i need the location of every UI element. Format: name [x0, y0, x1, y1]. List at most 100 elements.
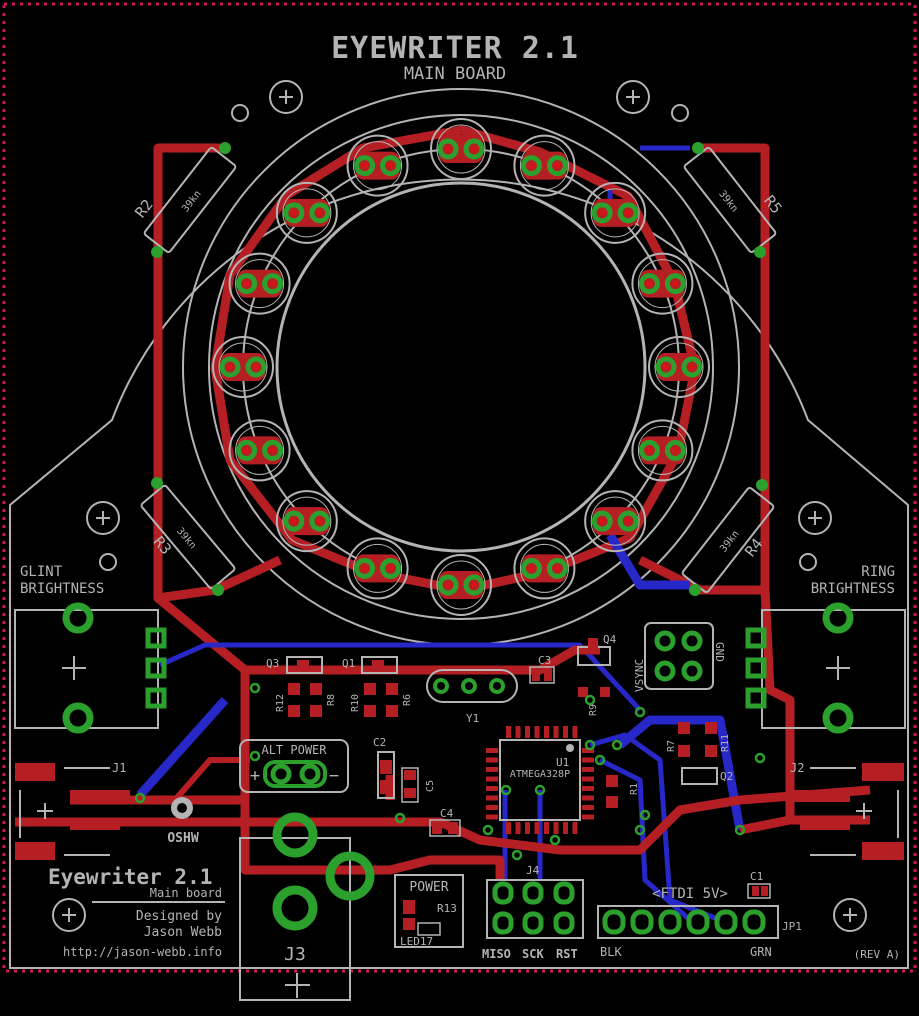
- u1-pin: [506, 726, 511, 738]
- mounting-holes: [52, 80, 867, 932]
- ftdi-pin: [658, 909, 682, 935]
- j3-designator: J3: [284, 944, 306, 965]
- power-label: POWER: [409, 880, 448, 895]
- jp1-designator: JP1: [782, 920, 802, 933]
- led17-designator: LED17: [400, 935, 433, 948]
- u1-pin: [582, 776, 594, 782]
- via: [534, 784, 546, 796]
- u1-pin: [563, 822, 568, 834]
- via: [511, 849, 523, 861]
- u1-pin: [534, 726, 540, 738]
- led: [513, 537, 576, 600]
- r12-designator: R12: [275, 694, 286, 712]
- r3-pad-b: [212, 584, 224, 596]
- via: [594, 754, 606, 766]
- u1-pin: [525, 726, 530, 738]
- j2-connector: J2: [790, 761, 904, 860]
- mounting-hole: [799, 553, 817, 571]
- q4-designator: Q4: [603, 633, 617, 646]
- ftdi-pin: [630, 909, 654, 935]
- led-ring: [212, 118, 710, 616]
- via: [734, 824, 746, 836]
- r10-designator: R10: [350, 694, 361, 712]
- u1-pin: [582, 814, 594, 820]
- j1-connector: J1: [15, 761, 130, 860]
- u1-pin: [486, 776, 498, 782]
- led: [430, 118, 492, 180]
- u1-pin: [582, 748, 594, 753]
- u1-pin: [572, 726, 578, 738]
- r5-pad-b: [754, 246, 766, 258]
- glint-label-2: BRIGHTNESS: [20, 581, 104, 597]
- via: [584, 739, 596, 751]
- rst-label: RST: [556, 947, 578, 961]
- u1-part: ATMEGA328P: [510, 769, 570, 780]
- led: [212, 336, 274, 398]
- u1-pin: [486, 814, 498, 820]
- ring-potentiometer: RING BRIGHTNESS: [745, 564, 906, 734]
- led: [228, 419, 291, 482]
- c3-designator: C3: [538, 654, 551, 667]
- ring-label-1: RING: [861, 564, 895, 580]
- u1-pin: [582, 805, 594, 810]
- via: [134, 792, 146, 804]
- r11-designator: R11: [720, 734, 731, 752]
- r7-designator: R7: [666, 740, 677, 752]
- r1-resistor: R1: [606, 775, 640, 808]
- q3-transistor: Q3: [266, 656, 323, 674]
- q2-designator: Q2: [720, 770, 733, 783]
- vsync-label: VSYNC: [633, 659, 646, 692]
- alt-power-label: ALT POWER: [261, 743, 327, 757]
- via: [482, 824, 494, 836]
- blk-label: BLK: [600, 945, 622, 959]
- u1-pin: [553, 726, 559, 738]
- led: [228, 252, 291, 315]
- u1-pin: [486, 757, 498, 763]
- q4-transistor: Q4 R9: [577, 633, 617, 716]
- mounting-hole: [833, 898, 867, 932]
- alt-power-minus: −: [329, 766, 339, 786]
- lower-traces: [15, 645, 871, 880]
- led: [513, 134, 576, 197]
- board-revision: (REV A): [854, 948, 900, 961]
- bottom-traces: [136, 145, 745, 923]
- ftdi-pin: [742, 909, 766, 935]
- u1-pin: [582, 795, 594, 801]
- via: [639, 809, 651, 821]
- r9-designator: R9: [588, 704, 599, 716]
- j4-designator: J4: [526, 864, 540, 877]
- u1-pin: [486, 786, 498, 791]
- u1-pin: [544, 822, 549, 834]
- led: [631, 419, 694, 482]
- miso-label: MISO: [482, 947, 511, 961]
- led: [346, 134, 409, 197]
- mounting-hole: [616, 80, 650, 114]
- vias: [134, 682, 766, 861]
- q1-designator: Q1: [342, 657, 355, 670]
- led: [275, 490, 338, 553]
- r2-pad-a: [219, 142, 231, 154]
- u1-pin: [572, 822, 578, 834]
- r4-pad-a: [756, 479, 768, 491]
- r2-pad-b: [151, 246, 163, 258]
- ftdi-pin: [686, 909, 710, 935]
- via: [611, 739, 623, 751]
- vsync-header: VSYNC GND: [633, 622, 726, 692]
- ftdi-pin: [602, 909, 626, 935]
- c3-capacitor: C3: [529, 654, 555, 684]
- via: [584, 694, 596, 706]
- led: [584, 490, 647, 553]
- via: [634, 706, 646, 718]
- u1-pin: [534, 822, 540, 834]
- r4-pad-b: [689, 584, 701, 596]
- ftdi-header: <FTDI 5V> BLK GRN JP1 C1: [597, 870, 802, 959]
- led: [430, 554, 492, 616]
- led: [584, 181, 647, 244]
- r3-pad-a: [151, 477, 163, 489]
- led: [275, 181, 338, 244]
- board-url: http://jason-webb.info: [63, 945, 222, 959]
- smd-resistors-left: [288, 683, 398, 717]
- mounting-hole: [269, 80, 303, 114]
- j3-power-jack: J3: [239, 812, 375, 1001]
- u1-pin: [525, 822, 530, 834]
